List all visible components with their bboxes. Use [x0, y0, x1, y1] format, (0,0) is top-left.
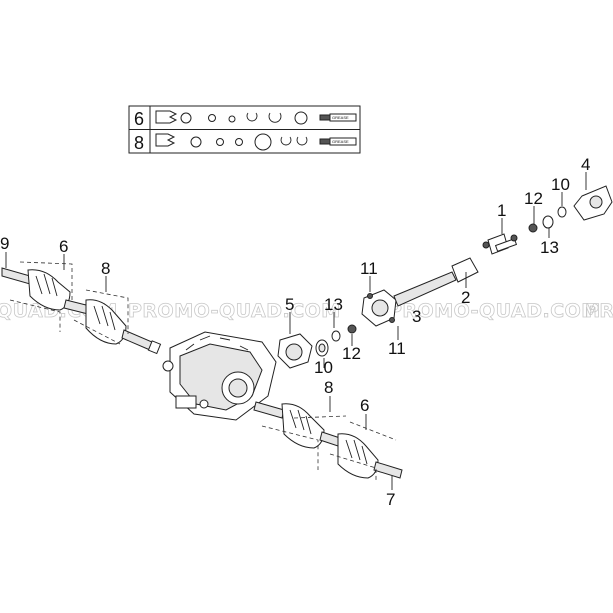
kit-row-8-parts: GREASE	[155, 133, 357, 151]
callout-6-left: 6	[59, 237, 68, 256]
callout-11-top: 11	[360, 259, 378, 278]
leader-lines	[5, 172, 587, 490]
callout-13-mid: 13	[324, 295, 343, 314]
kit-row-6-number: 6	[134, 109, 144, 129]
kit-row-8-grease: GREASE	[332, 139, 349, 144]
callout-8-left: 8	[101, 259, 110, 278]
callout-7: 7	[386, 490, 395, 509]
callout-13-top: 13	[540, 238, 559, 257]
callout-3: 3	[412, 307, 421, 326]
propeller-shaft-3	[361, 257, 479, 327]
grease-tube-icon	[319, 114, 331, 121]
universal-joint-1	[482, 233, 518, 255]
callout-2: 2	[461, 288, 470, 307]
callout-11-bottom: 11	[388, 339, 406, 358]
watermark-center: PROMO-QUAD.COM	[128, 300, 341, 322]
callout-10-mid: 10	[314, 358, 333, 377]
callout-12-top: 12	[524, 189, 543, 208]
right-drive-shaft	[253, 401, 403, 482]
left-drive-shaft	[1, 261, 162, 355]
kit-row-6-parts: GREASE	[155, 110, 357, 125]
callout-8-bottom: 8	[324, 378, 333, 397]
watermark-edge: PRO	[585, 300, 613, 322]
callout-9: 9	[0, 234, 9, 253]
callout-5: 5	[285, 295, 294, 314]
kit-table: 6 8 GREASE GREASE	[128, 105, 361, 154]
yoke-flange-5	[277, 324, 357, 369]
yoke-4	[528, 185, 613, 233]
callout-4: 4	[581, 155, 590, 174]
kit-row-8-number: 8	[134, 133, 144, 153]
callout-10-top: 10	[551, 175, 570, 194]
callout-6-bottom: 6	[360, 396, 369, 415]
watermark-right: PROMO-QUAD.COM	[388, 300, 601, 322]
kit-row-6-grease: GREASE	[332, 115, 349, 120]
callout-1: 1	[497, 201, 506, 220]
differential-housing	[162, 331, 277, 421]
callout-12-mid: 12	[342, 344, 361, 363]
